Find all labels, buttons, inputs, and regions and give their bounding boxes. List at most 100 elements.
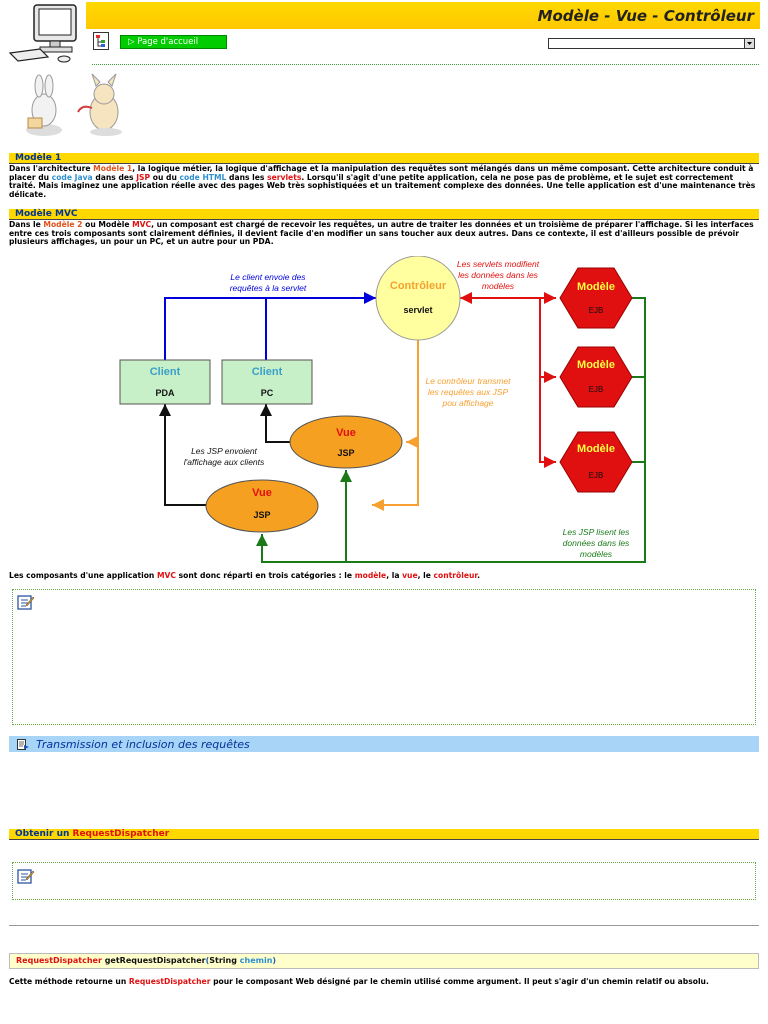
controller-node: Contrôleur servlet bbox=[375, 256, 461, 341]
text-run: MVC bbox=[156, 571, 176, 580]
text-run: Les composants d'une application bbox=[9, 571, 157, 580]
cartoon-mascots bbox=[14, 72, 134, 138]
vue-node-pc: Vue JSP bbox=[289, 415, 403, 469]
edge-client-to-controller bbox=[164, 292, 376, 360]
text-run: sont donc réparti en trois catégories : … bbox=[176, 571, 355, 580]
model-2-title: Modèle bbox=[577, 359, 615, 371]
text-run: , la bbox=[386, 571, 403, 580]
text-run: , un composant est chargé de recevoir le… bbox=[9, 220, 754, 247]
label-controller-transmits-line: Le contrôleur transmet bbox=[425, 376, 511, 386]
model-node-3: Modèle EJB bbox=[559, 431, 633, 493]
edge-models-to-views bbox=[256, 297, 646, 563]
text-run: code HTML bbox=[179, 172, 227, 182]
controller-title: Contrôleur bbox=[390, 280, 447, 292]
section2-paragraph: Dans le Modèle 2 ou Modèle MVC, un compo… bbox=[9, 220, 759, 247]
label-client-sends: Le client envoie des requêtes à la servl… bbox=[230, 272, 307, 293]
page-select[interactable] bbox=[548, 38, 755, 49]
vue-pda-sub: JSP bbox=[253, 510, 270, 520]
text-run: , le bbox=[417, 571, 434, 580]
client-pc-node: Client PC bbox=[221, 359, 313, 405]
controller-sub: servlet bbox=[403, 305, 432, 315]
client-pda-title: Client bbox=[150, 366, 181, 378]
text-run: servlets bbox=[267, 172, 302, 182]
vue-node-pda: Vue JSP bbox=[205, 479, 319, 533]
code-paren-open: ( bbox=[205, 956, 210, 965]
label-jsp-send-line: l'affichage aux clients bbox=[184, 457, 265, 467]
model-1-title: Modèle bbox=[577, 281, 615, 293]
text-run: Modèle 1 bbox=[93, 164, 133, 173]
mvc-diagram: Contrôleur servlet Client PDA Client PC … bbox=[119, 256, 646, 563]
model-3-sub: EJB bbox=[589, 471, 604, 480]
home-link-label: ▷ Page d'accueil bbox=[128, 37, 199, 47]
text-run: ou Modèle bbox=[82, 220, 133, 229]
computer-logo-icon bbox=[6, 3, 84, 67]
label-controller-transmits-line: pou affichage bbox=[441, 398, 493, 408]
final-paragraph: Cette méthode retourne un RequestDispatc… bbox=[9, 977, 759, 987]
section-link-title: Transmission et inclusion des requêtes bbox=[36, 738, 250, 751]
vue-pc-sub: JSP bbox=[337, 448, 354, 458]
label-servlets-modify-line: modèles bbox=[482, 281, 515, 291]
summary-paragraph: Les composants d'une application MVC son… bbox=[9, 571, 759, 581]
code-param-name: chemin bbox=[236, 956, 273, 965]
label-jsp-read-line: modèles bbox=[580, 549, 613, 559]
edge-views-to-clients bbox=[159, 404, 210, 506]
section2-title: Modèle MVC bbox=[15, 209, 78, 219]
sitemap-icon[interactable] bbox=[93, 32, 109, 50]
section-title-modele1: Modèle 1 bbox=[9, 153, 759, 164]
label-servlets-modify: Les servlets modifient les données dans … bbox=[457, 259, 540, 291]
text-run: Dans le bbox=[9, 220, 44, 229]
client-pda-sub: PDA bbox=[155, 388, 175, 398]
code-return-type: RequestDispatcher bbox=[16, 956, 102, 965]
text-run: ou du bbox=[150, 172, 180, 182]
section-link-transmission[interactable]: Transmission et inclusion des requêtes bbox=[9, 736, 759, 752]
text-run: Modèle 2 bbox=[43, 220, 83, 229]
section4-title-highlight: RequestDispatcher bbox=[72, 829, 170, 839]
chevron-down-icon[interactable] bbox=[744, 39, 754, 48]
notepad-icon bbox=[17, 594, 35, 610]
text-run: RequestDispatcher bbox=[128, 977, 211, 986]
client-pc-sub: PC bbox=[261, 388, 274, 398]
code-method-name: getRequestDispatcher bbox=[101, 956, 206, 965]
section1-paragraph: Dans l'architecture Modèle 1, la logique… bbox=[9, 164, 759, 200]
text-run: Cette méthode retourne un bbox=[9, 977, 129, 986]
label-servlets-modify-line: les données dans les bbox=[458, 270, 539, 280]
code-param-type: String bbox=[209, 956, 237, 965]
text-run: dans des bbox=[92, 172, 137, 182]
header-bar: Modèle - Vue - Contrôleur bbox=[86, 2, 760, 29]
text-run: modèle bbox=[354, 571, 387, 580]
divider-line bbox=[9, 925, 759, 926]
vue-pda-title: Vue bbox=[252, 487, 272, 499]
code-signature-box: RequestDispatcher getRequestDispatcher(S… bbox=[9, 953, 759, 969]
model-2-sub: EJB bbox=[589, 385, 604, 394]
text-run: . Lorsqu'il s'agit d'une petite applicat… bbox=[9, 172, 756, 200]
note-box-2 bbox=[12, 862, 756, 900]
label-controller-transmits: Le contrôleur transmet les requêtes aux … bbox=[425, 376, 511, 408]
text-run: vue bbox=[402, 571, 418, 580]
text-run: contrôleur bbox=[433, 571, 478, 580]
code-paren-close: ) bbox=[272, 956, 277, 965]
section-title-mvc: Modèle MVC bbox=[9, 209, 759, 220]
label-client-sends-line: requêtes à la servlet bbox=[230, 283, 307, 293]
notepad-icon-2 bbox=[17, 868, 35, 884]
text-run: pour le composant Web désigné par le che… bbox=[210, 977, 709, 986]
section1-title: Modèle 1 bbox=[15, 153, 62, 163]
label-jsp-read: Les JSP lisent les données dans les modè… bbox=[563, 527, 631, 559]
model-1-sub: EJB bbox=[589, 306, 604, 315]
label-jsp-read-line: données dans les bbox=[563, 538, 630, 548]
text-run: Dans l'architecture bbox=[9, 164, 94, 173]
text-run: code Java bbox=[51, 172, 93, 182]
page-title: Modèle - Vue - Contrôleur bbox=[537, 7, 754, 25]
edge-controller-to-views bbox=[372, 337, 419, 511]
text-run: MVC bbox=[132, 220, 152, 229]
document-icon bbox=[17, 739, 29, 750]
note-box bbox=[12, 589, 756, 725]
text-run: . bbox=[477, 571, 480, 580]
client-pc-title: Client bbox=[252, 366, 283, 378]
section4-title-prefix: Obtenir un bbox=[15, 829, 73, 839]
home-link-button[interactable]: ▷ Page d'accueil bbox=[120, 35, 227, 49]
text-run: , la logique métier, la logique d'affich… bbox=[9, 164, 754, 182]
label-jsp-send-line: Les JSP envoient bbox=[191, 446, 257, 456]
label-jsp-read-line: Les JSP lisent les bbox=[563, 527, 631, 537]
label-servlets-modify-line: Les servlets modifient bbox=[457, 259, 540, 269]
vue-pc-title: Vue bbox=[336, 427, 356, 439]
